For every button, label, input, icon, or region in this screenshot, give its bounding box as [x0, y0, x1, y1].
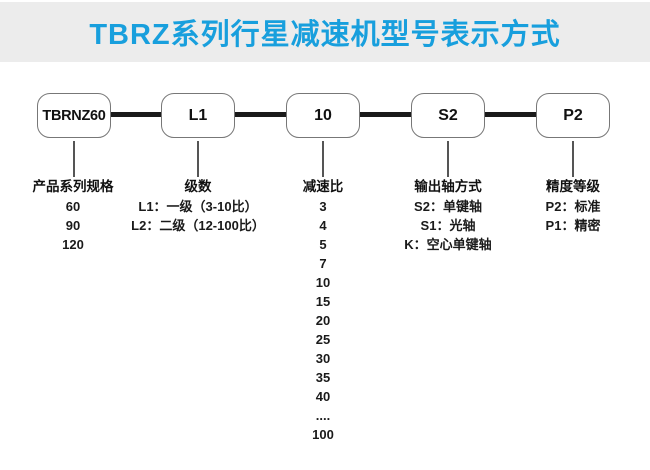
option-item: 30 — [315, 351, 331, 366]
column-reduction-ratio: 减速比 3 4 5 7 10 15 20 25 30 35 40 .... 10… — [248, 179, 398, 444]
option-item: 40 — [315, 389, 331, 404]
connector-line — [235, 112, 286, 117]
connector-line — [485, 112, 536, 117]
option-item: 60 — [65, 199, 81, 214]
option-item: S2：单键轴 — [414, 199, 482, 214]
option-item: L1：一级（3-10比） — [138, 199, 258, 214]
stem-line — [447, 141, 449, 177]
model-code-box-precision: P2 — [536, 93, 610, 138]
option-item: S1：光轴 — [420, 218, 476, 233]
option-item: 4 — [319, 218, 327, 233]
connector-line — [360, 112, 411, 117]
option-item: 3 — [319, 199, 327, 214]
stem-line — [572, 141, 574, 177]
column-header: 精度等级 — [546, 179, 600, 194]
page-title: TBRZ系列行星减速机型号表示方式 — [89, 19, 561, 51]
option-item: P2：标准 — [545, 199, 601, 214]
model-code-box-ratio: 10 — [286, 93, 360, 138]
option-item: 10 — [315, 275, 331, 290]
column-stages: 级数 L1：一级（3-10比） L2：二级（12-100比） — [123, 179, 273, 235]
column-product-series: 产品系列规格 60 90 120 — [0, 179, 148, 254]
option-item: P1：精密 — [545, 218, 601, 233]
stem-line — [322, 141, 324, 177]
option-item: 120 — [62, 237, 84, 252]
model-code-box-output-shaft: S2 — [411, 93, 485, 138]
option-item: 90 — [65, 218, 81, 233]
option-item: K：空心单键轴 — [404, 237, 492, 252]
stem-line — [73, 141, 75, 177]
option-item: 35 — [315, 370, 331, 385]
stem-line — [197, 141, 199, 177]
model-code-box-series: TBRNZ60 — [37, 93, 111, 138]
column-header: 产品系列规格 — [32, 179, 114, 194]
column-header: 级数 — [184, 179, 212, 194]
option-item: 25 — [315, 332, 331, 347]
option-item: 5 — [319, 237, 327, 252]
option-item: 20 — [315, 313, 331, 328]
column-output-shaft: 输出轴方式 S2：单键轴 S1：光轴 K：空心单键轴 — [373, 179, 523, 254]
column-header: 输出轴方式 — [414, 179, 482, 194]
connector-line — [111, 112, 161, 117]
column-precision-grade: 精度等级 P2：标准 P1：精密 — [498, 179, 648, 235]
column-header: 减速比 — [302, 179, 344, 194]
option-item: .... — [315, 408, 331, 423]
option-item: L2：二级（12-100比） — [131, 218, 265, 233]
model-code-box-stage: L1 — [161, 93, 235, 138]
option-item: 15 — [315, 294, 331, 309]
option-item: 7 — [319, 256, 327, 271]
page-header: TBRZ系列行星减速机型号表示方式 — [0, 2, 650, 62]
option-item: 100 — [312, 427, 334, 442]
